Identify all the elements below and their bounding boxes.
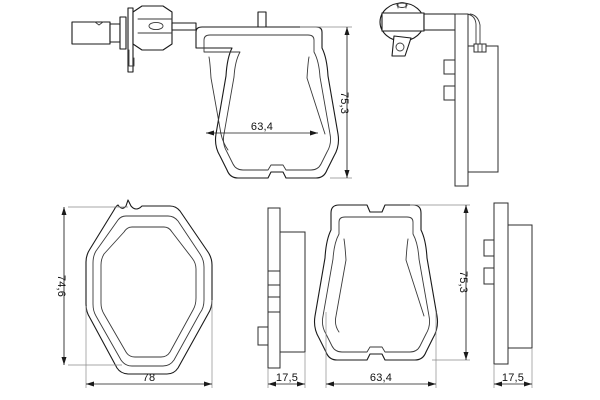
dim-right-pad-width: 63,4 [325,312,437,388]
left-pad-side-backing-plate [267,207,281,369]
sensor-clip [128,49,135,67]
sensor-hanger-hole [395,42,405,52]
sensor-head-top-boss [396,2,408,8]
right-pad-side-backing-plate [493,202,509,365]
top-pad-backing-plate [195,26,340,179]
dim-label-left-pad-width: 78 [143,372,156,384]
left-pad-side-friction-block [279,231,306,353]
dim-top-pad-height: 75,3 [300,26,352,179]
top-pad-side-lug-lower [443,85,456,101]
bottom-right-brake-pad-side-view [483,202,533,365]
dim-label-top-pad-height: 75,3 [338,92,350,114]
top-pad-inner-edge-right [306,56,326,135]
left-pad-side-lug [257,326,269,346]
dim-label-left-pad-height: 74,6 [55,275,67,297]
bottom-right-brake-pad-front-view [313,204,439,361]
wear-sensor-connector-assembly [71,5,197,73]
dim-left-pad-thickness: 17,5 [267,352,306,388]
sensor-hanger-lug [391,35,412,57]
right-pad-inner-edge-left [334,238,347,333]
right-pad-side-lug-lower [483,267,495,285]
top-pad-side-wire-anchor [473,43,487,53]
left-pad-inner-chamfer [100,226,197,358]
right-pad-friction-outline [321,216,431,353]
left-pad-side-notch-lower [267,296,281,313]
top-pad-side-friction-block [467,45,499,173]
dim-label-right-pad-height: 75,3 [457,271,469,293]
dim-right-pad-height: 75,3 [410,204,470,361]
dim-label-top-pad-width: 63,4 [251,121,273,133]
sensor-hex-body [132,5,173,51]
dim-label-left-pad-thickness: 17,5 [276,372,298,384]
sensor-head-band-outline [381,12,425,32]
left-pad-side-notch-upper [267,270,281,286]
top-pad-side-lug-upper [443,59,456,75]
top-brake-pad-front-view [195,11,340,179]
dim-right-pad-thickness: 17,5 [493,348,533,388]
bottom-left-brake-pad-front-view [85,199,213,375]
right-pad-backing-plate [313,204,439,361]
dim-label-right-pad-thickness: 17,5 [502,372,524,384]
left-pad-backing-plate [85,199,213,375]
sensor-neck [109,23,121,43]
sensor-flange [119,16,127,50]
dim-label-right-pad-width: 63,4 [370,372,392,384]
left-pad-friction-outline [92,215,205,367]
right-pad-inner-edge-right [405,238,425,317]
top-pad-inner-edge-left [208,56,229,151]
top-pad-side-view-with-sensor [379,2,499,187]
right-pad-side-lug-upper [483,239,495,257]
dim-left-pad-height: 74,6 [55,206,128,366]
top-pad-side-wire-anchor-ribs [477,43,483,53]
sensor-plug-body [71,21,111,45]
sensor-hex-eyelet [148,21,164,31]
bottom-left-brake-pad-side-view [257,207,306,369]
sensor-wire [171,22,197,31]
right-pad-side-friction-block [507,224,533,349]
sensor-wire-bend-2 [469,13,481,45]
top-pad-friction-outline [203,34,332,171]
sensor-head-notch [397,3,407,9]
dim-left-pad-width: 78 [85,300,213,388]
top-pad-side-backing-plate [454,13,469,187]
sensor-plug-keyway [94,21,104,26]
dim-top-pad-width: 63,4 [206,121,318,136]
